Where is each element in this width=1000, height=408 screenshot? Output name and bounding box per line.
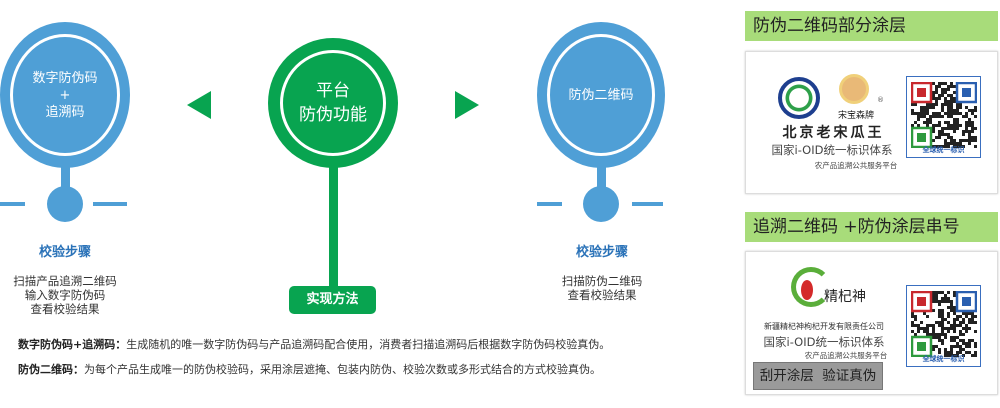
panel2-title: 追溯二维码 +防伪涂层串号 bbox=[745, 212, 998, 242]
panel1-platform: 农产品追溯公共服务平台 bbox=[814, 161, 898, 170]
divider bbox=[93, 202, 127, 206]
divider bbox=[537, 202, 562, 206]
panel1-title: 防伪二维码部分涂层 bbox=[745, 11, 998, 41]
left-node-circle: 数字防伪码+追溯码 bbox=[0, 22, 130, 168]
step: 扫描产品追溯二维码 bbox=[13, 274, 117, 288]
definition: 生成随机的唯一数字防伪码与产品追溯码配合使用，消费者扫描追溯码后根据数字防伪码校… bbox=[126, 338, 611, 351]
divider bbox=[0, 202, 25, 206]
definition: 为每个产品生成唯一的防伪校验码，采用涂层遮掩、包装内防伪、校验次数或多形式结合的… bbox=[84, 363, 601, 376]
arrow-left-icon bbox=[187, 91, 211, 119]
left-node-line2: 追溯码 bbox=[45, 104, 85, 120]
description-2: 防伪二维码：为每个产品生成唯一的防伪校验码，采用涂层遮掩、包装内防伪、校验次数或… bbox=[18, 361, 601, 377]
right-node-label: 防伪二维码 bbox=[547, 34, 655, 156]
qr-code-icon bbox=[911, 82, 977, 148]
qr-code-icon bbox=[911, 291, 977, 357]
divider bbox=[632, 202, 663, 206]
panel2-card: 精杞神 新疆精杞神枸杞开发有限责任公司 国家i-OID统一标识体系 农产品追溯公… bbox=[745, 251, 998, 395]
left-dot bbox=[47, 186, 83, 222]
center-line2: 防伪功能 bbox=[299, 105, 367, 125]
step: 查看校验结果 bbox=[567, 288, 637, 302]
right-dot bbox=[583, 186, 619, 222]
implementation-button[interactable]: 实现方法 bbox=[289, 286, 376, 314]
center-line1: 平台 bbox=[316, 81, 350, 101]
arrow-right-icon bbox=[455, 91, 479, 119]
panel1-brand: 宋宝森牌 bbox=[837, 111, 874, 121]
scratch-coating-label: 刮开涂层 验证真伪 bbox=[753, 362, 883, 390]
term: 防伪二维码： bbox=[18, 363, 84, 376]
panel1-qr-code[interactable]: 全球统一标识 bbox=[906, 76, 981, 158]
panel2-company: 新疆精杞神枸杞开发有限责任公司 bbox=[764, 322, 884, 331]
right-steps: 扫描防伪二维码 查看校验结果 bbox=[522, 274, 682, 302]
left-stem bbox=[61, 160, 70, 195]
qr-label: 全球统一标识 bbox=[922, 146, 965, 154]
goji-logo-icon bbox=[791, 267, 831, 307]
qr-label: 全球统一标识 bbox=[922, 355, 965, 363]
panel1-company: 北京老宋瓜王 bbox=[782, 125, 885, 141]
center-stem bbox=[329, 160, 338, 290]
center-node-label: 平台防伪功能 bbox=[280, 50, 386, 156]
step: 输入数字防伪码 bbox=[24, 288, 106, 302]
farmer-portrait-icon bbox=[839, 74, 869, 104]
left-steps: 扫描产品追溯二维码 输入数字防伪码 查看校验结果 bbox=[0, 274, 145, 316]
right-node-circle: 防伪二维码 bbox=[537, 22, 665, 168]
oid-logo-icon bbox=[778, 77, 820, 119]
goji-berry-icon bbox=[801, 280, 813, 300]
registered-icon: ® bbox=[877, 96, 884, 104]
panel2-qr-code[interactable]: 全球统一标识 bbox=[906, 285, 981, 367]
panel2-platform: 农产品追溯公共服务平台 bbox=[804, 351, 888, 360]
description-1: 数字防伪码+追溯码：生成随机的唯一数字防伪码与产品追溯码配合使用，消费者扫描追溯… bbox=[18, 336, 610, 352]
panel1-card: ® 宋宝森牌 北京老宋瓜王 国家i-OID统一标识体系 农产品追溯公共服务平台 … bbox=[745, 51, 998, 194]
panel1-system: 国家i-OID统一标识体系 bbox=[771, 143, 893, 157]
right-step-title: 校验步骤 bbox=[575, 245, 628, 260]
left-node-line1: 数字防伪码 bbox=[32, 70, 98, 86]
right-stem bbox=[597, 160, 606, 195]
step: 查看校验结果 bbox=[30, 302, 100, 316]
left-node-plus: + bbox=[59, 87, 71, 103]
step: 扫描防伪二维码 bbox=[561, 274, 643, 288]
term: 数字防伪码+追溯码： bbox=[18, 338, 127, 351]
panel2-system: 国家i-OID统一标识体系 bbox=[763, 335, 885, 349]
left-node-label: 数字防伪码+追溯码 bbox=[10, 34, 120, 156]
left-step-title: 校验步骤 bbox=[38, 245, 91, 260]
center-node-circle: 平台防伪功能 bbox=[268, 38, 398, 168]
panel2-logo-text: 精杞神 bbox=[824, 289, 866, 305]
